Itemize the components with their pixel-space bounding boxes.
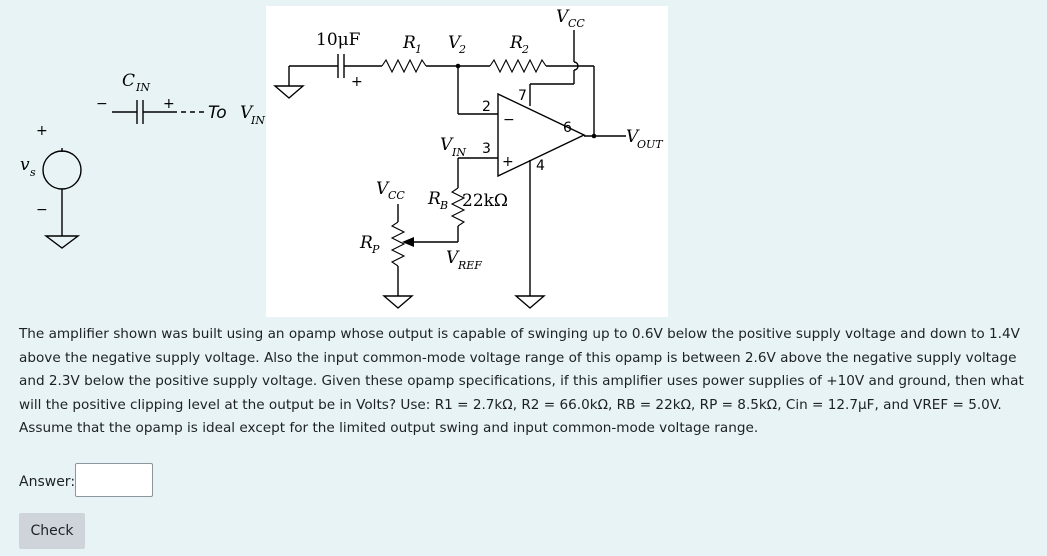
- answer-input[interactable]: [75, 463, 153, 497]
- r2-label: R: [509, 33, 523, 53]
- r2-label-sub: 2: [521, 43, 529, 56]
- to-vin-v-label: V: [240, 103, 254, 123]
- vcc-crossing-hop: [573, 61, 579, 71]
- cap10-label: 10μF: [316, 30, 361, 50]
- vref-label: V: [446, 248, 460, 268]
- opamp-triangle-icon: [497, 92, 586, 178]
- pin2-label: 2: [482, 99, 491, 115]
- pin3-label: 3: [482, 141, 491, 157]
- vcc-mid-label: V: [376, 179, 390, 199]
- ground-rp-icon: [382, 295, 414, 309]
- vcc-mid-label-sub: CC: [388, 189, 405, 202]
- answer-label: Answer:: [19, 474, 76, 490]
- ground-opamp-icon: [514, 295, 546, 309]
- pin6-label: 6: [563, 120, 572, 136]
- v2-label: V: [448, 33, 462, 53]
- to-vin-label: To: [208, 103, 227, 123]
- vs-circle: [42, 150, 82, 190]
- circuit-panel: [266, 6, 668, 317]
- question-text: The amplifier shown was built using an o…: [19, 326, 1024, 436]
- vs-minus-label: −: [36, 202, 48, 218]
- vs-label: v: [20, 155, 30, 175]
- vcc-top: V CC: [529, 7, 585, 106]
- r1-label: R: [402, 33, 416, 53]
- vs-plus-label: +: [36, 123, 48, 139]
- vs-source: + v s −: [20, 123, 82, 249]
- circuit-diagram: + v s − C IN − + To V IN 10μF + R: [20, 7, 664, 309]
- vout-label: V: [626, 127, 640, 147]
- cin-label: C: [122, 71, 135, 91]
- v2-label-sub: 2: [458, 43, 466, 56]
- cin-label-sub: IN: [135, 81, 150, 94]
- opamp: − + 2 3 4 6 7 V OUT V IN: [440, 88, 664, 309]
- r1-label-sub: 1: [415, 43, 422, 56]
- rb-resistor-icon: [450, 187, 466, 227]
- to-vin-sub-label: IN: [250, 114, 265, 127]
- vs-label-sub: s: [30, 166, 36, 179]
- ground-left-icon: [273, 85, 305, 99]
- rp-label-sub: P: [371, 243, 380, 256]
- rp-label: R: [359, 233, 373, 253]
- output-node-dot: [591, 133, 597, 139]
- pin7-label: 7: [518, 88, 527, 104]
- rb-value-label: 22kΩ: [462, 191, 508, 211]
- vcc-top-label: V: [556, 7, 570, 27]
- ground-vs-icon: [43, 235, 81, 249]
- wiper-arrow-icon: [402, 237, 414, 247]
- rp-potentiometer: V CC R P: [359, 179, 414, 309]
- pin4-label: 4: [536, 158, 545, 174]
- vin-label: V: [440, 135, 454, 155]
- opamp-plus-label: +: [502, 154, 514, 170]
- cin-minus-label: −: [96, 96, 108, 112]
- feedback-network: 10μF + R 1 V 2 R 2: [273, 30, 595, 136]
- vout-label-sub: OUT: [637, 138, 664, 151]
- vref-label-sub: REF: [457, 259, 482, 272]
- r1-resistor-icon: [381, 58, 427, 74]
- opamp-minus-label: −: [503, 112, 515, 128]
- cap10-plus-label: +: [351, 74, 363, 90]
- cin-plus-label: +: [163, 96, 175, 112]
- rb-label-sub: B: [439, 199, 448, 212]
- cin-capacitor: C IN − + To V IN: [96, 71, 265, 127]
- rb-label: R: [427, 189, 441, 209]
- rb-resistor: R B 22kΩ V REF: [402, 187, 508, 272]
- r2-resistor-icon: [489, 58, 547, 74]
- rp-resistor-icon: [390, 221, 406, 267]
- check-button[interactable]: Check: [19, 513, 85, 549]
- vcc-top-label-sub: CC: [568, 17, 585, 30]
- vin-label-sub: IN: [451, 146, 466, 159]
